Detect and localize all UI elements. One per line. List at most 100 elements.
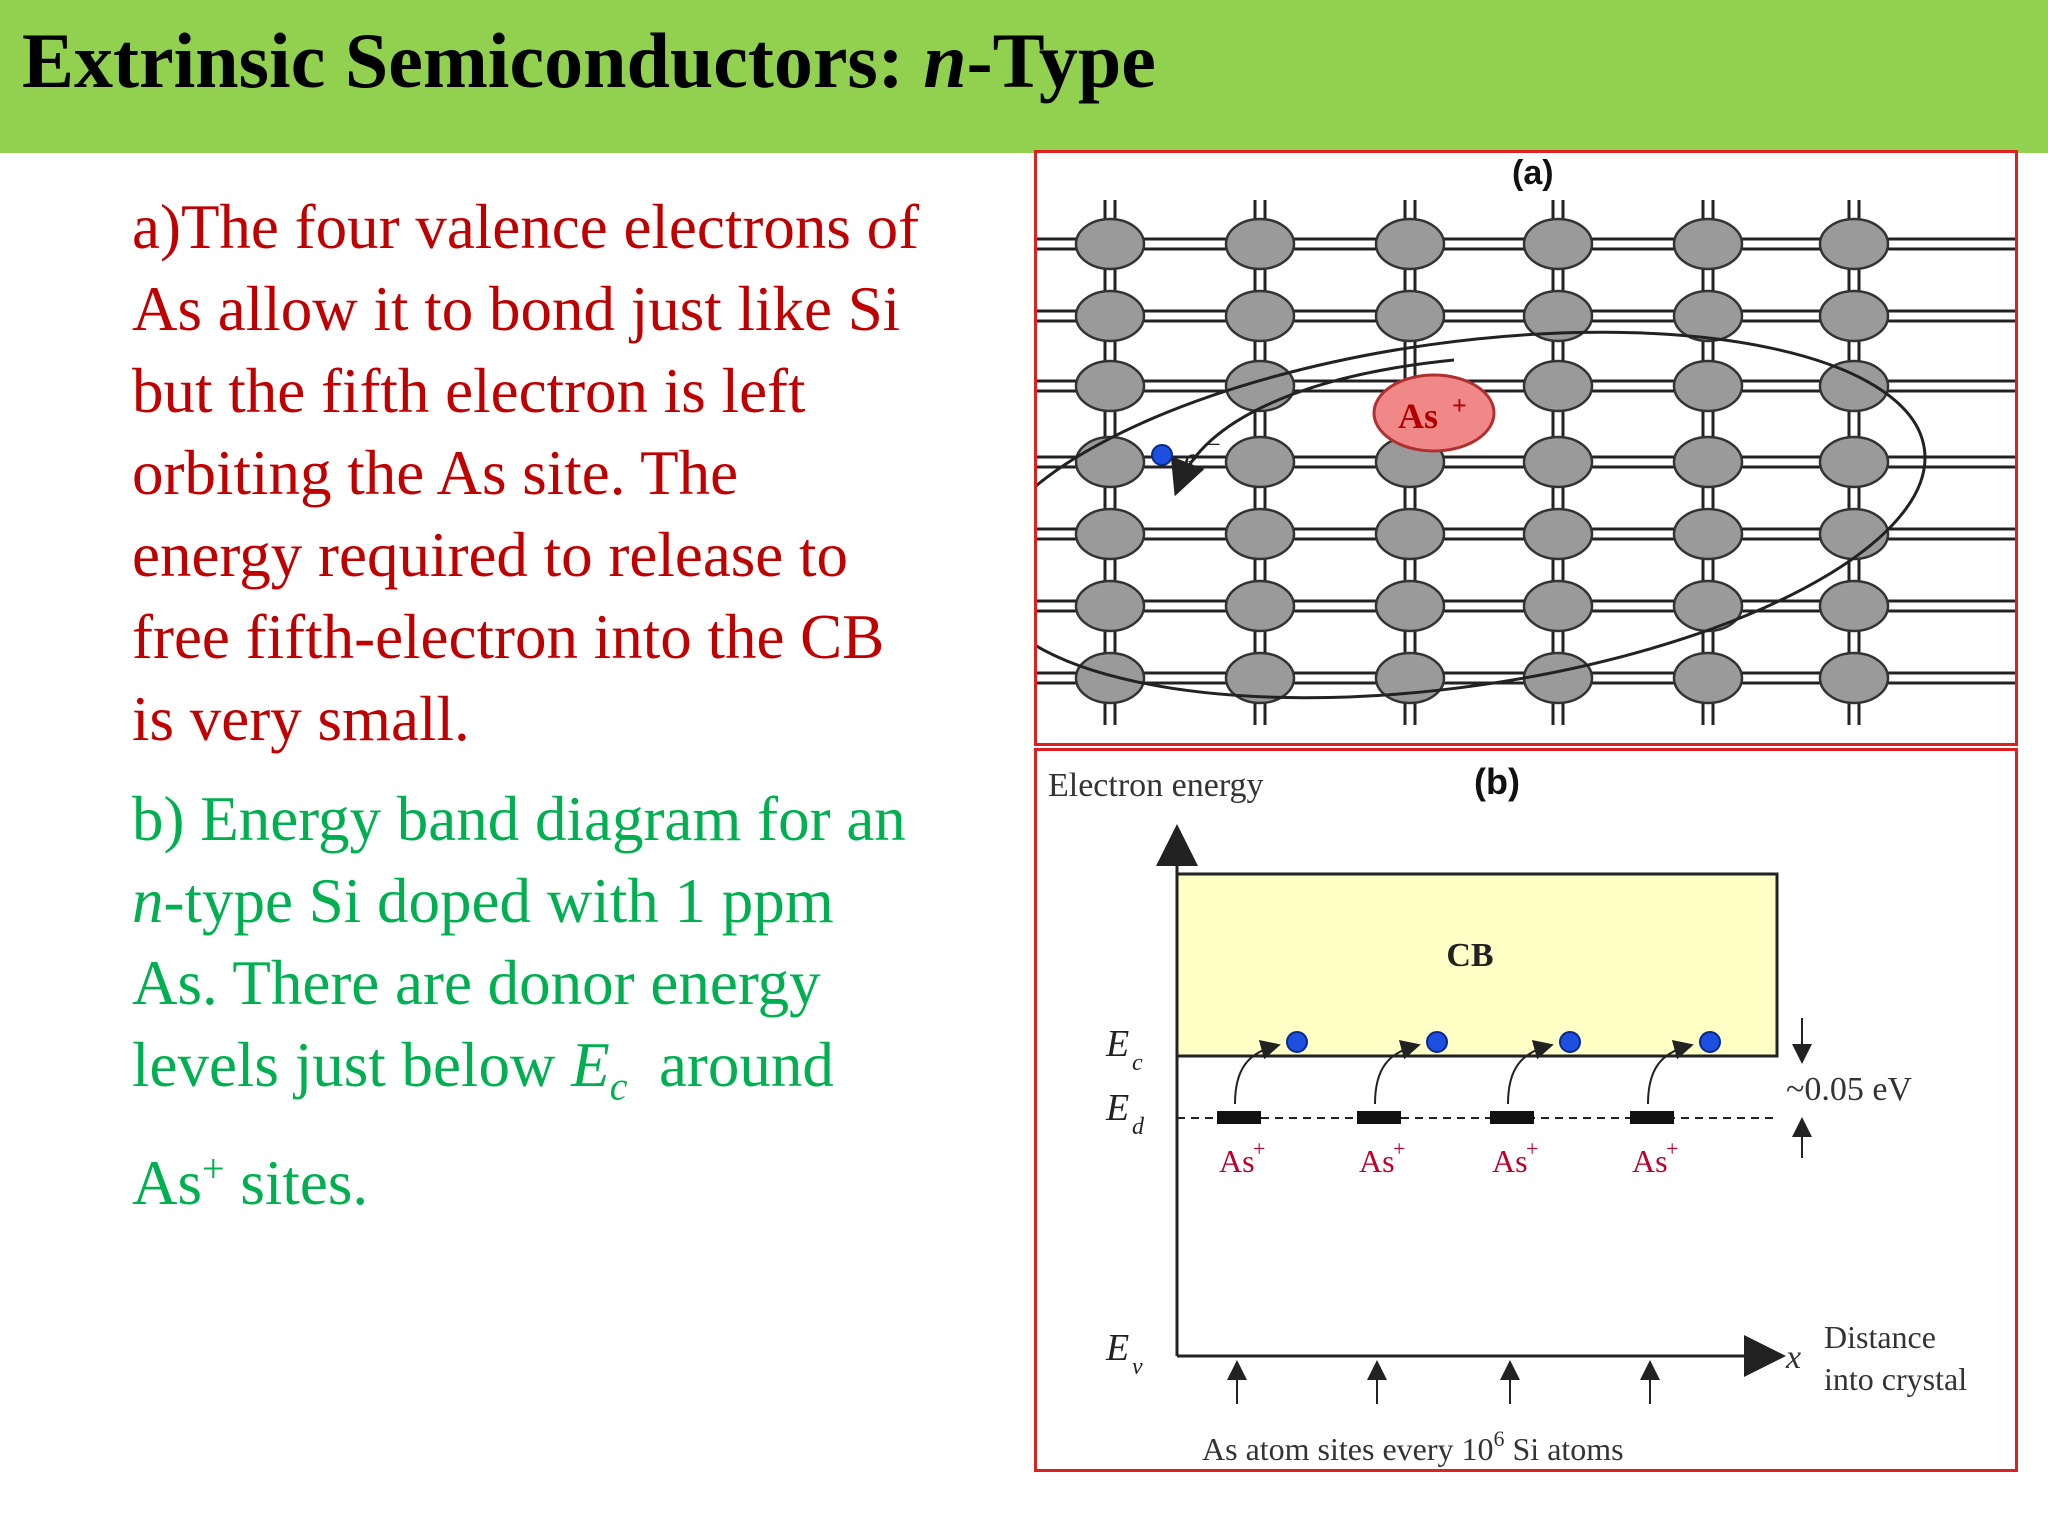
excitation-arrow [1647, 1039, 1694, 1105]
para-b-line: b) Energy band diagram for an [132, 784, 906, 854]
ed-sub: d [1132, 1114, 1145, 1140]
para-b-text: sites. [224, 1147, 369, 1218]
cb-label: CB [1446, 937, 1493, 974]
si-atom [1522, 507, 1594, 561]
title-bar: Extrinsic Semiconductors: n-Type [0, 0, 2048, 153]
figure-a-lattice: As + e − (a) [981, 150, 2018, 746]
electron-label: e [1184, 442, 1197, 475]
para-a-line: orbiting the As site. The [132, 438, 739, 508]
si-atom [1224, 651, 1296, 705]
si-atom [1224, 217, 1296, 271]
figure-b-frame [1034, 748, 2018, 1472]
conduction-electron [1699, 1031, 1721, 1053]
donor-label: As [1632, 1143, 1668, 1179]
si-atom [1522, 579, 1594, 633]
title-italic-n: n [923, 17, 967, 104]
para-b-text: -type Si doped with 1 ppm [163, 866, 834, 936]
si-atom [1818, 435, 1890, 489]
distance-label-1: Distance [1824, 1319, 1936, 1355]
si-atom [1074, 651, 1146, 705]
si-atom [1224, 579, 1296, 633]
conduction-electron [1426, 1031, 1448, 1053]
title-prefix: Extrinsic Semiconductors: [22, 17, 924, 104]
si-atom [1818, 579, 1890, 633]
para-b-line: As+ sites. [132, 1128, 1012, 1224]
italic-n: n [132, 866, 164, 936]
figure-a-label: (a) [1512, 154, 1554, 192]
si-atom [1672, 289, 1744, 343]
si-atom [1074, 217, 1146, 271]
donor-label-sup: + [1253, 1136, 1265, 1161]
donor-sites: As+As+As+As+ [1217, 1031, 1721, 1404]
para-a-line: but the fifth electron is left [132, 356, 806, 426]
excitation-arrow [1374, 1039, 1421, 1105]
para-b-text: levels just below [132, 1030, 572, 1100]
si-atom [1224, 289, 1296, 343]
as-ion-sup: + [1452, 391, 1467, 420]
si-atom [1522, 435, 1594, 489]
para-a-line: free fifth-electron into the CB [132, 602, 885, 672]
si-atom [1672, 359, 1744, 413]
electron-dot [1151, 444, 1173, 466]
si-atom [1818, 651, 1890, 705]
as-ion-label: As [1398, 396, 1438, 436]
si-atom [1224, 507, 1296, 561]
para-b-line: As. There are donor energy [132, 948, 821, 1018]
donor-label: As [1359, 1143, 1395, 1179]
electron-sup: − [1206, 430, 1221, 459]
as-ion [1372, 373, 1496, 453]
si-atom [1522, 359, 1594, 413]
para-a-line: a)The four valence electrons of [132, 192, 920, 262]
ev-sub: v [1132, 1354, 1143, 1380]
figure-a-frame [1034, 150, 2018, 746]
ec-sub: c [1132, 1050, 1143, 1076]
si-atom [1672, 507, 1744, 561]
excitation-arrow [1234, 1039, 1281, 1105]
conduction-electron [1286, 1031, 1308, 1053]
si-atom [1818, 217, 1890, 271]
sites-caption-sup: 6 [1494, 1426, 1505, 1451]
para-b-text: around [627, 1030, 834, 1100]
si-atom [1074, 289, 1146, 343]
si-atom [1522, 289, 1594, 343]
si-atom [1672, 651, 1744, 705]
donor-level-bar [1490, 1111, 1534, 1124]
si-atom [1672, 217, 1744, 271]
figure-b-label: (b) [1474, 761, 1520, 802]
para-a-line: is very small. [132, 684, 470, 754]
si-atom [1374, 579, 1446, 633]
gap-label: ~0.05 eV [1786, 1071, 1912, 1108]
si-atom [1374, 217, 1446, 271]
para-b-text: As [132, 1147, 203, 1218]
subscript-c: c [609, 1063, 628, 1109]
lattice-svg: As + e − (a) [981, 154, 2018, 725]
superscript-plus: + [202, 1145, 225, 1191]
lattice-atoms [1074, 217, 1890, 705]
si-atom [1074, 359, 1146, 413]
si-atom [1374, 289, 1446, 343]
excitation-arrow [1507, 1039, 1554, 1105]
figure-b-band-diagram: Electron energy (b) CB As+As+As+As+ E c … [1034, 748, 2018, 1472]
band-diagram-svg: Electron energy (b) CB As+As+As+As+ E c … [1048, 761, 1967, 1467]
paragraph-b: b) Energy band diagram for an n-type Si … [132, 778, 1012, 1224]
y-axis-label: Electron energy [1048, 767, 1264, 804]
si-atom [1074, 507, 1146, 561]
orbit-arrow [1170, 358, 1455, 497]
para-a-line: energy required to release to [132, 520, 849, 590]
para-a-line: As allow it to bond just like Si [132, 274, 901, 344]
si-atom [1374, 507, 1446, 561]
donor-level-bar [1357, 1111, 1401, 1124]
para-b-line: levels just below Ec around [132, 1024, 1012, 1128]
para-b-line: n-type Si doped with 1 ppm [132, 860, 1012, 942]
donor-label: As [1219, 1143, 1255, 1179]
sites-caption-post: Si atoms [1505, 1431, 1624, 1467]
x-label: x [1785, 1339, 1801, 1376]
donor-label: As [1492, 1143, 1528, 1179]
distance-label-2: into crystal [1824, 1361, 1967, 1397]
donor-label-sup: + [1393, 1136, 1405, 1161]
donor-level-bar [1630, 1111, 1674, 1124]
symbol-E: E [571, 1030, 610, 1100]
donor-label-sup: + [1526, 1136, 1538, 1161]
si-atom [1672, 435, 1744, 489]
ev-label: E [1105, 1327, 1129, 1369]
